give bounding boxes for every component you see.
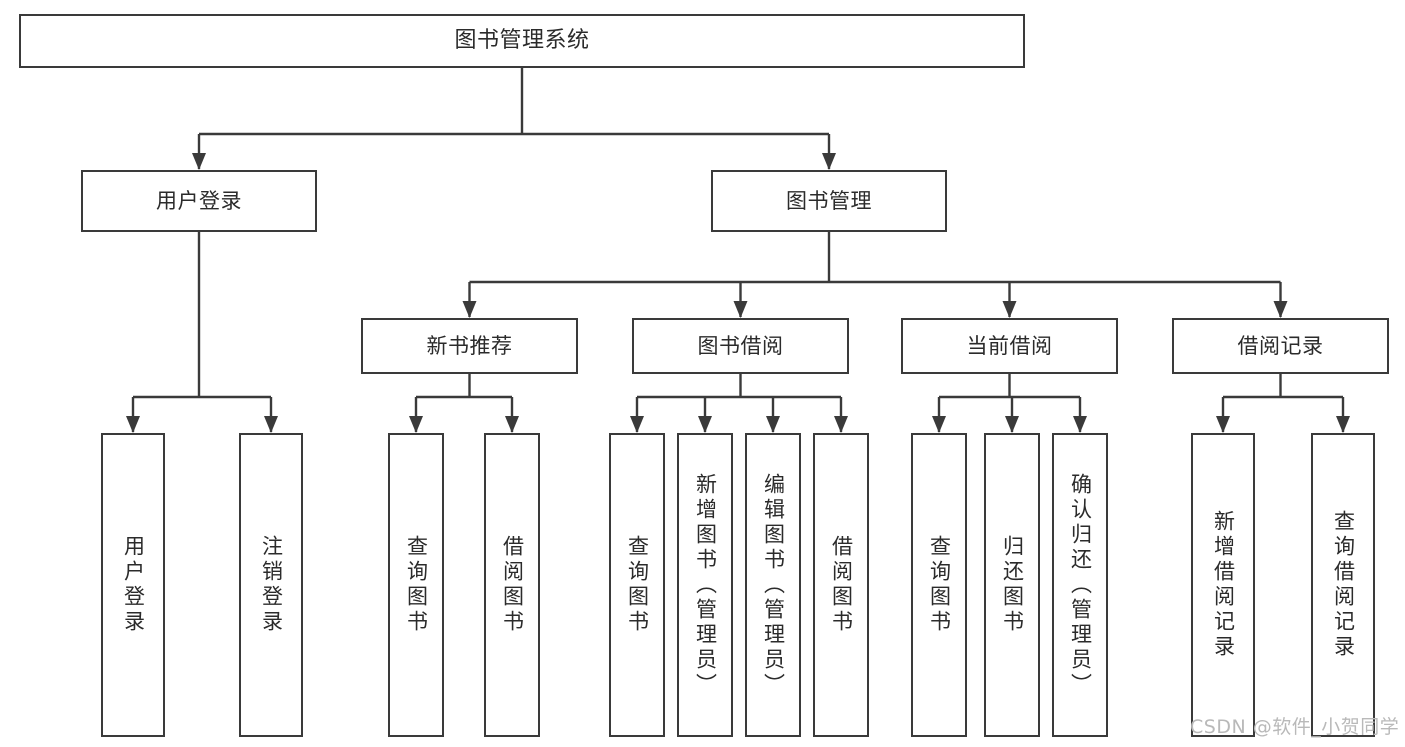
node-leaf-cur-confirm[interactable]: 确认归还（管理员） bbox=[1052, 433, 1108, 737]
node-l3-current[interactable]: 当前借阅 bbox=[901, 318, 1118, 374]
node-label: 用户登录 bbox=[121, 535, 146, 635]
node-leaf-rec-query[interactable]: 查询借阅记录 bbox=[1311, 433, 1375, 737]
node-label: 归还图书 bbox=[1000, 535, 1025, 635]
arrowhead-icon bbox=[462, 301, 477, 318]
arrowhead-icon bbox=[1005, 416, 1019, 433]
arrowhead-icon bbox=[733, 301, 748, 318]
arrowhead-icon bbox=[834, 416, 848, 433]
arrowhead-icon bbox=[630, 416, 644, 433]
node-leaf-rec-add[interactable]: 新增借阅记录 bbox=[1191, 433, 1255, 737]
node-l3-borrow[interactable]: 图书借阅 bbox=[632, 318, 849, 374]
arrowhead-icon bbox=[1273, 301, 1288, 318]
node-label: 新增借阅记录 bbox=[1211, 510, 1236, 660]
node-label: 用户登录 bbox=[156, 188, 242, 213]
node-label: 借阅记录 bbox=[1237, 333, 1324, 358]
arrowhead-icon bbox=[505, 416, 519, 433]
arrowhead-icon bbox=[1073, 416, 1087, 433]
arrowhead-icon bbox=[192, 153, 206, 170]
node-leaf-bw-add[interactable]: 新增图书（管理员） bbox=[677, 433, 733, 737]
arrowhead-icon bbox=[264, 416, 278, 433]
node-label: 查询图书 bbox=[625, 535, 650, 635]
node-leaf-nb-borrow[interactable]: 借阅图书 bbox=[484, 433, 540, 737]
node-l2-user-login[interactable]: 用户登录 bbox=[81, 170, 317, 232]
arrowhead-icon bbox=[126, 416, 140, 433]
node-label: 编辑图书（管理员） bbox=[761, 472, 786, 698]
node-label: 注销登录 bbox=[259, 535, 284, 635]
node-leaf-nb-query[interactable]: 查询图书 bbox=[388, 433, 444, 737]
arrowhead-icon bbox=[698, 416, 712, 433]
arrowhead-icon bbox=[1002, 301, 1017, 318]
node-leaf-bw-query[interactable]: 查询图书 bbox=[609, 433, 665, 737]
node-label: 查询图书 bbox=[404, 535, 429, 635]
arrowhead-icon bbox=[932, 416, 946, 433]
node-root[interactable]: 图书管理系统 bbox=[19, 14, 1025, 68]
arrowhead-icon bbox=[1336, 416, 1350, 433]
node-label: 查询图书 bbox=[927, 535, 952, 635]
node-label: 查询借阅记录 bbox=[1331, 510, 1356, 660]
node-label: 当前借阅 bbox=[966, 333, 1053, 358]
node-label: 图书管理 bbox=[786, 188, 872, 213]
node-leaf-cur-return[interactable]: 归还图书 bbox=[984, 433, 1040, 737]
node-leaf-bw-edit[interactable]: 编辑图书（管理员） bbox=[745, 433, 801, 737]
node-leaf-bw-borrow[interactable]: 借阅图书 bbox=[813, 433, 869, 737]
arrowhead-icon bbox=[1216, 416, 1230, 433]
arrowhead-icon bbox=[409, 416, 423, 433]
node-label: 新书推荐 bbox=[426, 333, 513, 358]
node-l3-records[interactable]: 借阅记录 bbox=[1172, 318, 1389, 374]
node-l3-new-book[interactable]: 新书推荐 bbox=[361, 318, 578, 374]
node-label: 图书管理系统 bbox=[454, 28, 590, 54]
arrowhead-icon bbox=[766, 416, 780, 433]
node-leaf-user-login[interactable]: 用户登录 bbox=[101, 433, 165, 737]
node-label: 新增图书（管理员） bbox=[693, 472, 718, 698]
arrowhead-icon bbox=[822, 153, 836, 170]
node-label: 借阅图书 bbox=[500, 535, 525, 635]
node-leaf-logout[interactable]: 注销登录 bbox=[239, 433, 303, 737]
node-label: 借阅图书 bbox=[829, 535, 854, 635]
node-l2-book-mgmt[interactable]: 图书管理 bbox=[711, 170, 947, 232]
watermark: CSDN @软件_小贺同学 bbox=[1190, 716, 1400, 738]
node-label: 确认归还（管理员） bbox=[1068, 472, 1093, 698]
node-label: 图书借阅 bbox=[697, 333, 784, 358]
node-leaf-cur-query[interactable]: 查询图书 bbox=[911, 433, 967, 737]
